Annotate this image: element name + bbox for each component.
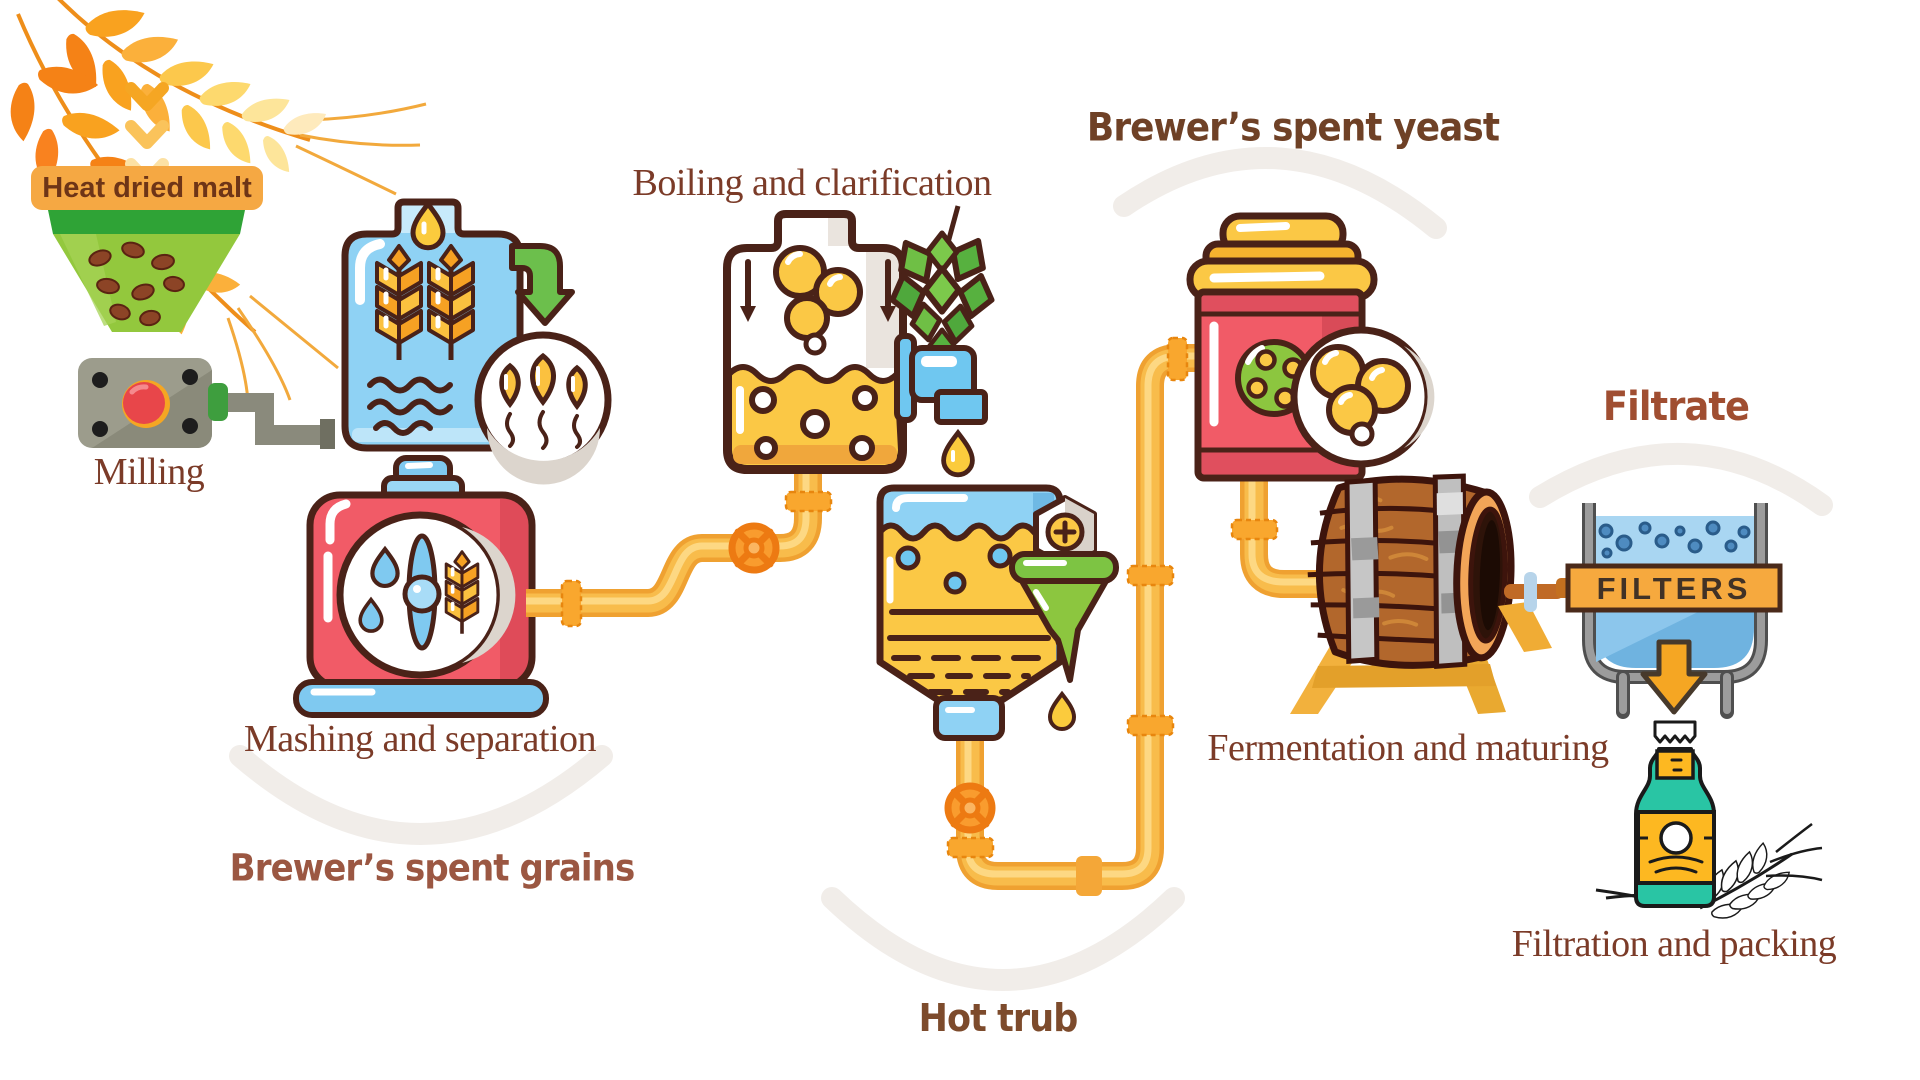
down-arrow-icon — [1640, 639, 1708, 715]
hop-cone-icon — [887, 205, 996, 362]
boiling-label: Boiling and clarification — [632, 162, 992, 204]
spent-yeast-label: Brewer’s spent yeast — [1086, 105, 1500, 151]
filters-banner-text: FILTERS — [1597, 571, 1752, 606]
packing-label: Filtration and packing — [1511, 923, 1837, 965]
fermentation-label: Fermentation and maturing — [1207, 727, 1609, 769]
mashing-label: Mashing and separation — [243, 718, 597, 760]
milling-machine — [78, 358, 335, 449]
hot-trub-label: Hot trub — [918, 996, 1079, 1040]
decorative-arcs — [229, 146, 1833, 991]
fermenter-tank — [1186, 212, 1435, 482]
pipe-fermenter-to-barrel — [1230, 466, 1340, 598]
beer-bottle — [1595, 720, 1823, 926]
filter-tank: FILTERS — [1556, 503, 1783, 719]
pipe-mashing-to-boiling — [526, 462, 833, 628]
funnel-icon — [1009, 551, 1119, 731]
milling-label: Milling — [93, 451, 205, 493]
mashing-tank — [293, 455, 549, 718]
spent-grains-label: Brewer’s spent grains — [229, 846, 636, 890]
pipe-hottrub-to-fermenter — [946, 336, 1200, 896]
pipe-valve-icon — [729, 523, 779, 573]
drain-valve-icon — [945, 783, 995, 833]
tap-faucet — [894, 333, 988, 475]
green-arrow-icon — [509, 243, 575, 326]
boiling-tank — [723, 210, 907, 474]
barrel — [1290, 473, 1564, 714]
malt-grains-circle — [474, 331, 612, 485]
filtrate-label: Filtrate — [1602, 384, 1750, 430]
heat-dried-malt-badge: Heat dried malt — [31, 166, 263, 210]
malt-hopper-funnel — [48, 210, 245, 332]
additive-badge — [1033, 495, 1097, 569]
